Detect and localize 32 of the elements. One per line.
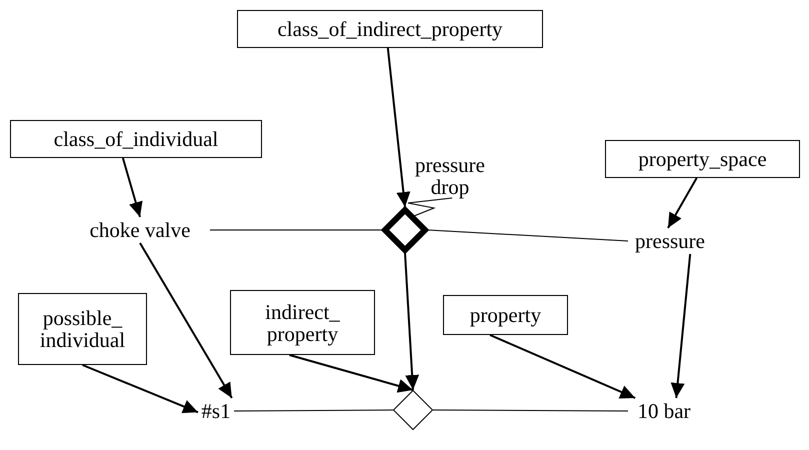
connector-line xyxy=(432,410,628,412)
arrow xyxy=(667,178,698,228)
box-label: class_of_individual xyxy=(54,128,218,150)
arrow xyxy=(404,252,420,390)
entity-box xyxy=(237,10,543,48)
connector-line xyxy=(234,410,394,412)
entity-box xyxy=(18,293,147,365)
arrow xyxy=(670,254,692,398)
entity-box xyxy=(230,290,375,355)
arrow xyxy=(139,242,233,398)
arrow xyxy=(490,334,636,399)
box-label: possible_ individual xyxy=(38,307,126,351)
entity-box xyxy=(605,140,800,178)
entity-box xyxy=(10,120,262,158)
arrow xyxy=(386,48,410,208)
relationship-diamond xyxy=(393,390,433,430)
node-label: 10 bar xyxy=(628,398,700,424)
entity-box xyxy=(443,295,568,335)
box-label: class_of_indirect_property xyxy=(277,18,503,40)
relationship-diamond xyxy=(382,207,428,253)
arrow xyxy=(82,364,198,414)
node-label: pressure drop xyxy=(414,154,486,198)
connector-line xyxy=(428,230,628,242)
box-label: property xyxy=(470,304,542,326)
box-label: indirect_ property xyxy=(264,300,341,344)
box-label: property_space xyxy=(638,148,767,170)
node-label: #s1 xyxy=(198,398,234,424)
node-label: choke valve xyxy=(70,217,210,243)
node-label: pressure xyxy=(628,228,712,254)
leader-line xyxy=(408,198,453,217)
arrow xyxy=(289,354,414,393)
arrow xyxy=(122,158,143,218)
